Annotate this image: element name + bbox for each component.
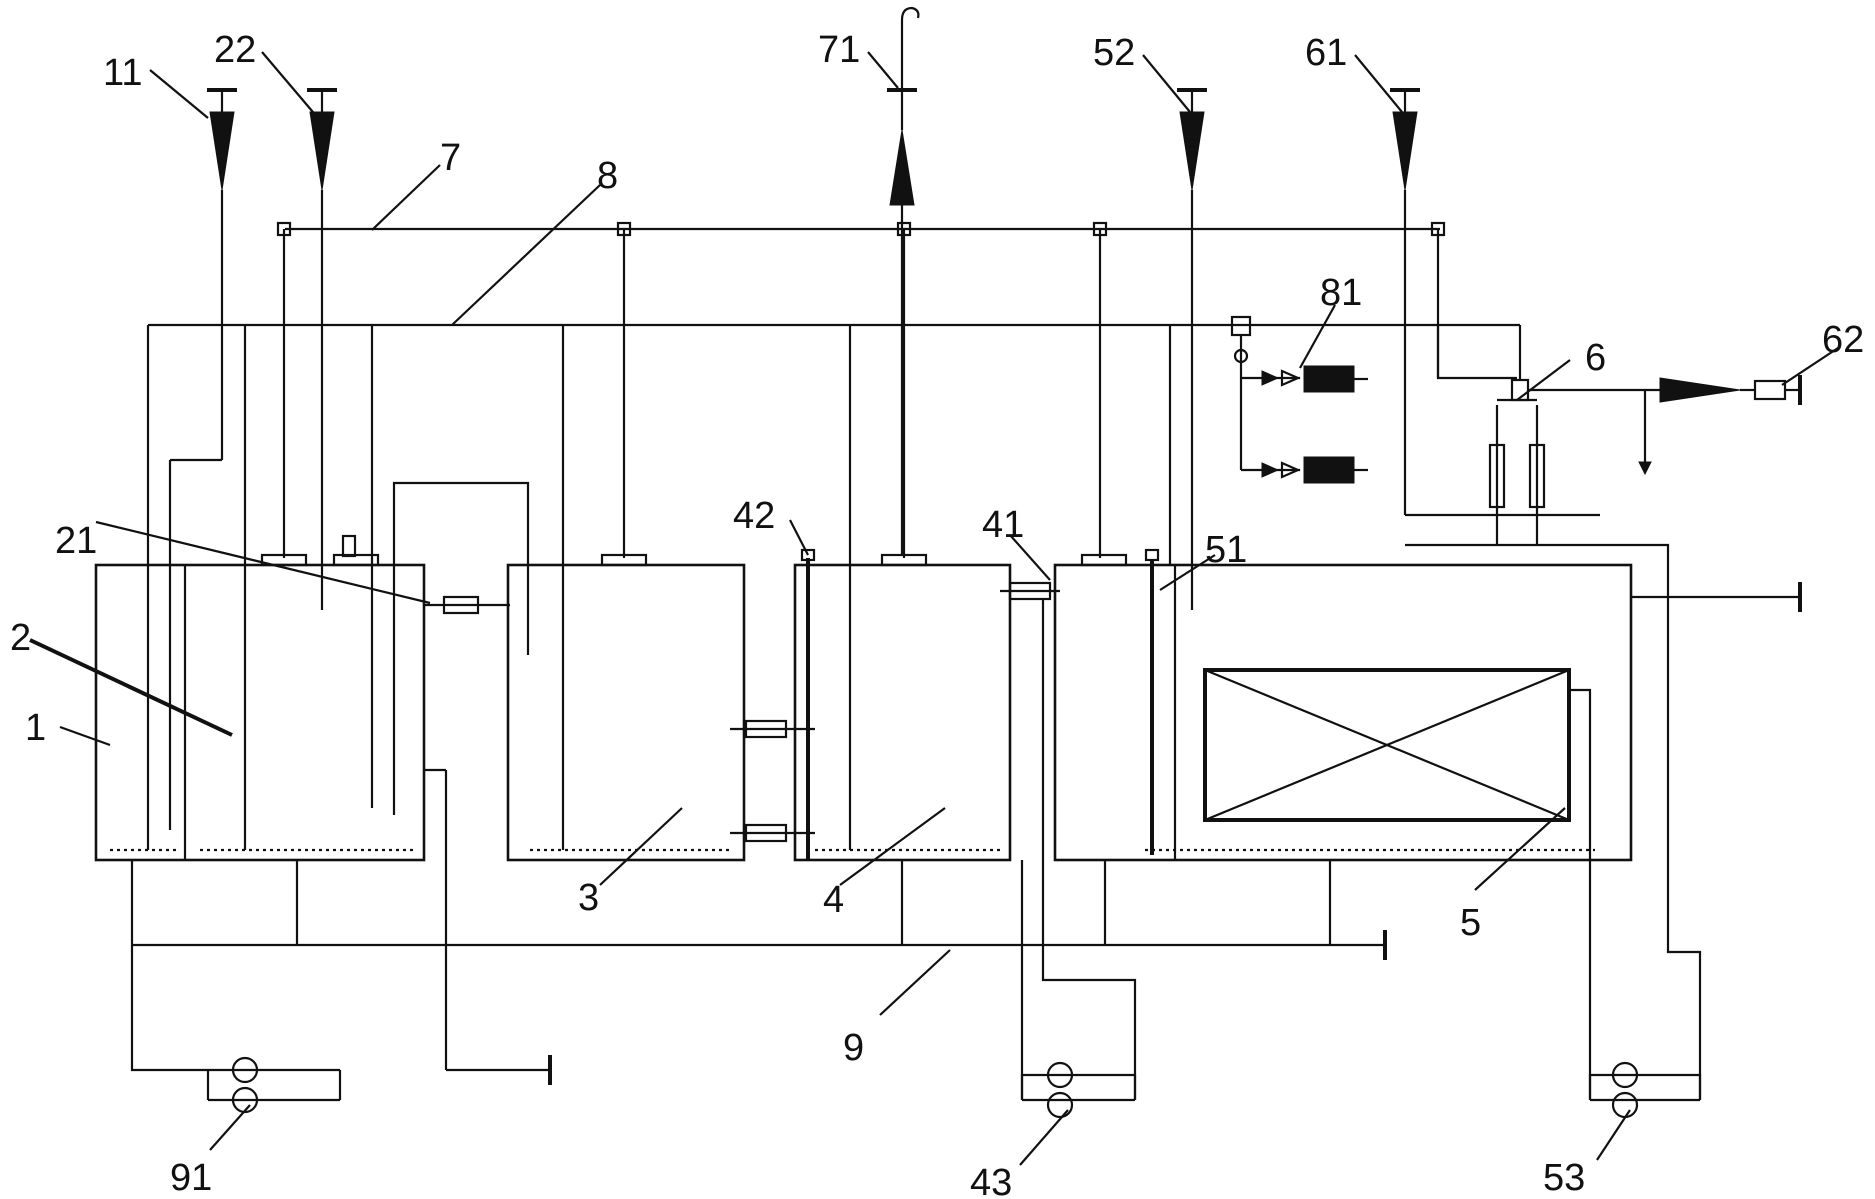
tank-5-outlet (1569, 543, 1802, 1100)
blower-81 (1230, 315, 1368, 484)
labels: 11 22 71 52 61 7 8 81 62 6 21 42 41 51 2… (10, 29, 1864, 1199)
air-drop-lines (146, 325, 1172, 850)
tank-3 (506, 563, 746, 862)
label-41: 41 (982, 504, 1024, 546)
label-91: 91 (170, 1157, 212, 1199)
inlet-52 (1177, 88, 1207, 610)
tank-top-fittings (260, 534, 1128, 567)
label-21: 21 (55, 520, 97, 562)
label-9: 9 (843, 1027, 864, 1069)
weir-42 (730, 548, 816, 860)
label-62: 62 (1822, 319, 1864, 361)
return-drop-lines (282, 229, 1440, 558)
label-8: 8 (597, 155, 618, 197)
label-22: 22 (214, 29, 256, 71)
label-1: 1 (25, 707, 46, 749)
label-51: 51 (1205, 529, 1247, 571)
label-3: 3 (578, 877, 599, 919)
inlet-11 (168, 88, 237, 830)
label-53: 53 (1543, 1157, 1585, 1199)
leader-lines (29, 51, 1839, 1166)
label-61: 61 (1305, 32, 1347, 74)
weir-51 (1144, 548, 1160, 855)
label-71: 71 (818, 29, 860, 71)
label-43: 43 (970, 1162, 1012, 1199)
label-52: 52 (1093, 32, 1135, 74)
inlet-22 (307, 88, 337, 610)
dosing-unit-6 (1405, 325, 1802, 547)
overflow-41 (1000, 581, 1137, 1100)
tank-1-2 (94, 563, 426, 862)
overflow-pipe-2-3 (392, 481, 530, 815)
membrane-module (1203, 668, 1571, 822)
outlet-71 (887, 6, 920, 555)
drain-drops (130, 768, 1387, 1100)
label-4: 4 (823, 879, 844, 921)
label-11: 11 (103, 52, 142, 94)
pump-91 (130, 945, 552, 1114)
tank-5 (1053, 563, 1633, 862)
label-81: 81 (1320, 272, 1362, 314)
label-42: 42 (733, 495, 775, 537)
inlet-61 (1390, 88, 1600, 517)
label-5: 5 (1460, 902, 1481, 944)
label-6: 6 (1585, 337, 1606, 379)
pump-53 (1588, 1061, 1702, 1119)
label-2: 2 (10, 617, 31, 659)
pump-43 (1020, 1061, 1137, 1119)
tank-4 (793, 563, 1012, 862)
label-7: 7 (440, 137, 461, 179)
